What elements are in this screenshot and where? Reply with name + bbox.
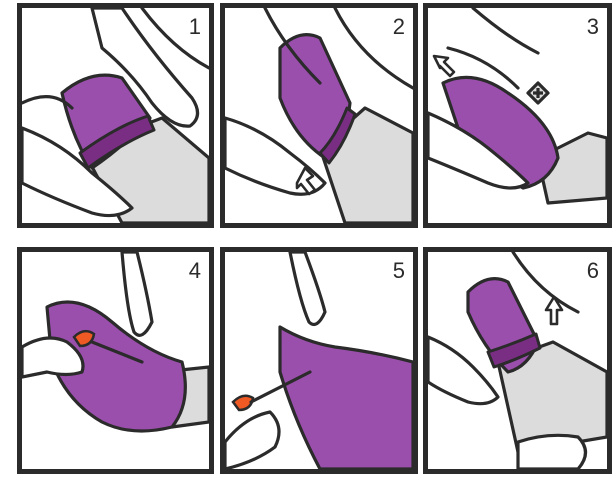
step-4-panel: 4 (17, 247, 214, 474)
step-number: 2 (393, 16, 405, 38)
step-number: 4 (189, 260, 201, 282)
step-2-panel: 2 (220, 3, 418, 228)
step-3-illustration (428, 8, 607, 223)
step-5-illustration (225, 252, 413, 469)
step-6-illustration (428, 252, 607, 469)
hand-shape (122, 252, 152, 335)
step-number: 6 (587, 260, 599, 282)
step-1-panel: 1 (17, 3, 214, 228)
step-1-illustration (22, 8, 209, 223)
arm-outline (473, 8, 538, 53)
hand-shape (290, 252, 325, 324)
step-4-illustration (22, 252, 209, 469)
step-number: 3 (587, 16, 599, 38)
step-number: 5 (393, 260, 405, 282)
compress-icon (528, 83, 548, 103)
step-3-panel: 3 (423, 3, 612, 228)
step-number: 1 (189, 16, 201, 38)
step-5-panel: 5 (220, 247, 418, 474)
diagonal-arrow-icon (434, 56, 454, 76)
step-6-panel: 6 (423, 247, 612, 474)
hand-shape (225, 412, 279, 469)
step-2-illustration (225, 8, 413, 223)
sock-shape (280, 327, 413, 469)
hand-shape (518, 435, 586, 469)
arm-outline (513, 252, 578, 312)
